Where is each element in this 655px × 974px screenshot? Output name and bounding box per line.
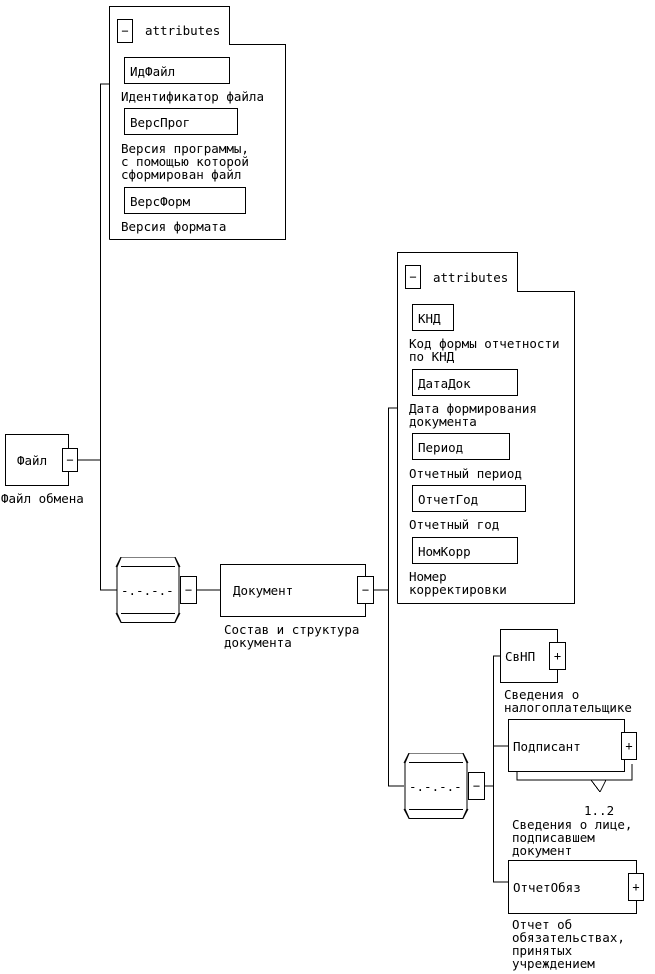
attribute-box[interactable]: ВерсПрог — [124, 108, 238, 135]
sequence-compositor-shape — [115, 557, 181, 623]
element-svnp-expand-button[interactable]: + — [549, 642, 566, 670]
attribute-description: Отчетный год — [409, 517, 500, 532]
attribute-box[interactable]: ВерсФорм — [124, 187, 246, 214]
element-document-name: Документ — [233, 583, 294, 598]
element-podpisant-name: Подписант — [513, 739, 581, 754]
document-attributes-collapse-button[interactable]: − — [405, 265, 421, 289]
attribute-description: Версия программы, с помощью которой сфор… — [121, 141, 249, 182]
attribute-name: ДатаДок — [418, 376, 471, 391]
attribute-box[interactable]: ОтчетГод — [412, 485, 526, 512]
element-file-collapse-button[interactable]: − — [62, 448, 78, 472]
attribute-name: КНД — [418, 311, 441, 326]
sequence-compositor-shape — [403, 753, 469, 819]
attribute-name: ВерсФорм — [130, 194, 191, 209]
sequence-collapse-button[interactable]: − — [180, 576, 197, 604]
attribute-name: ИдФайл — [130, 64, 176, 79]
attribute-description: Номер корректировки — [409, 569, 507, 597]
attribute-box[interactable]: НомКорр — [412, 537, 518, 564]
element-otchetobyaz-expand-button[interactable]: + — [628, 873, 644, 901]
attribute-description: Дата формирования документа — [409, 401, 537, 429]
attribute-name: ВерсПрог — [130, 115, 191, 130]
element-file[interactable]: Файл — [5, 434, 69, 486]
attribute-description: Отчетный период — [409, 466, 522, 481]
attribute-name: Период — [418, 440, 464, 455]
attribute-box[interactable]: ДатаДок — [412, 369, 518, 396]
element-otchetobyaz-description: Отчет об обязательствах, принятых учрежд… — [512, 917, 625, 971]
attribute-name: ОтчетГод — [418, 492, 479, 507]
element-document[interactable]: Документ — [220, 564, 366, 617]
element-otchetobyaz-name: ОтчетОбяз — [513, 880, 581, 895]
element-document-collapse-button[interactable]: − — [357, 576, 374, 604]
element-svnp-name: СвНП — [505, 649, 536, 664]
document-attributes-frame — [397, 252, 575, 604]
root-attributes-header: attributes — [145, 23, 221, 38]
element-file-name: Файл — [17, 453, 48, 468]
sequence-compositor[interactable]: -.-.-.- — [400, 753, 472, 819]
element-podpisant-description: Сведения о лице, подписавшем документ — [512, 817, 633, 858]
element-podpisant-cardinality: 1..2 — [584, 803, 615, 818]
attribute-box[interactable]: Период — [412, 433, 510, 460]
attribute-description: Код формы отчетности по КНД — [409, 336, 560, 364]
document-attributes-header: attributes — [433, 270, 509, 285]
sequence-compositor[interactable]: -.-.-.- — [112, 557, 184, 623]
element-svnp[interactable]: СвНП — [500, 629, 558, 683]
element-otchetobyaz[interactable]: ОтчетОбяз — [508, 860, 637, 914]
element-svnp-description: Сведения о налогоплательщике — [504, 687, 632, 715]
attribute-name: НомКорр — [418, 544, 471, 559]
element-document-description: Состав и структура документа — [224, 622, 360, 650]
attribute-box[interactable]: КНД — [412, 304, 454, 331]
sequence-symbol: -.-.-.- — [409, 779, 462, 794]
element-podpisant-expand-button[interactable]: + — [621, 732, 637, 760]
root-attributes-collapse-button[interactable]: − — [117, 19, 133, 43]
attribute-description: Идентификатор файла — [121, 89, 264, 104]
element-file-description: Файл обмена — [1, 491, 84, 506]
sequence-symbol: -.-.-.- — [121, 583, 174, 598]
attribute-box[interactable]: ИдФайл — [124, 57, 230, 84]
element-podpisant[interactable]: Подписант — [508, 719, 625, 772]
sequence-collapse-button[interactable]: − — [468, 772, 485, 800]
attribute-description: Версия формата — [121, 219, 227, 234]
